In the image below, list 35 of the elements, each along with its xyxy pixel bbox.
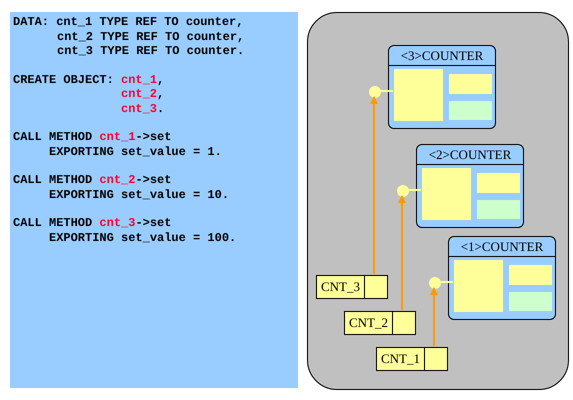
object-card — [388, 45, 496, 129]
attribute-area — [394, 69, 443, 121]
connector-line — [380, 90, 393, 92]
connector-line — [408, 189, 421, 191]
memory-area — [307, 12, 569, 390]
code-line: CALL METHOD cnt_3->set — [13, 216, 172, 230]
variable-name: CNT_1 — [381, 351, 420, 367]
attribute-area — [422, 168, 471, 220]
object-title: <2>COUNTER — [417, 145, 523, 165]
code-line: EXPORTING set_value = 100. — [49, 230, 236, 245]
object-card — [416, 144, 524, 228]
reference-variable — [344, 311, 416, 335]
arrow — [370, 96, 378, 274]
code-line: CALL METHOD cnt_1->set — [13, 130, 172, 144]
attribute-area — [454, 260, 503, 312]
variable-name: CNT_2 — [349, 315, 388, 331]
reference-variable — [316, 275, 388, 299]
arrow — [430, 287, 438, 346]
code-line: EXPORTING set_value = 10. — [49, 188, 230, 202]
code-line: cnt_2, — [121, 87, 164, 102]
code-line: cnt_2 TYPE REF TO counter, — [57, 30, 244, 44]
code-line: DATA: cnt_1 TYPE REF TO counter, — [13, 15, 244, 30]
variable-name: CNT_3 — [321, 279, 360, 295]
connector-line — [440, 281, 453, 283]
code-line: cnt_3. — [121, 102, 164, 116]
object-card — [448, 236, 556, 320]
code-panel — [10, 12, 298, 388]
code-line: cnt_3 TYPE REF TO counter. — [57, 44, 244, 58]
arrow — [398, 195, 406, 310]
code-line: EXPORTING set_value = 1. — [49, 144, 222, 159]
reference-variable — [376, 347, 448, 371]
object-title: <3>COUNTER — [389, 46, 495, 66]
object-title: <1>COUNTER — [449, 237, 555, 257]
code-line: CREATE OBJECT: cnt_1, — [13, 72, 164, 87]
code-line: CALL METHOD cnt_2->set — [13, 173, 172, 188]
